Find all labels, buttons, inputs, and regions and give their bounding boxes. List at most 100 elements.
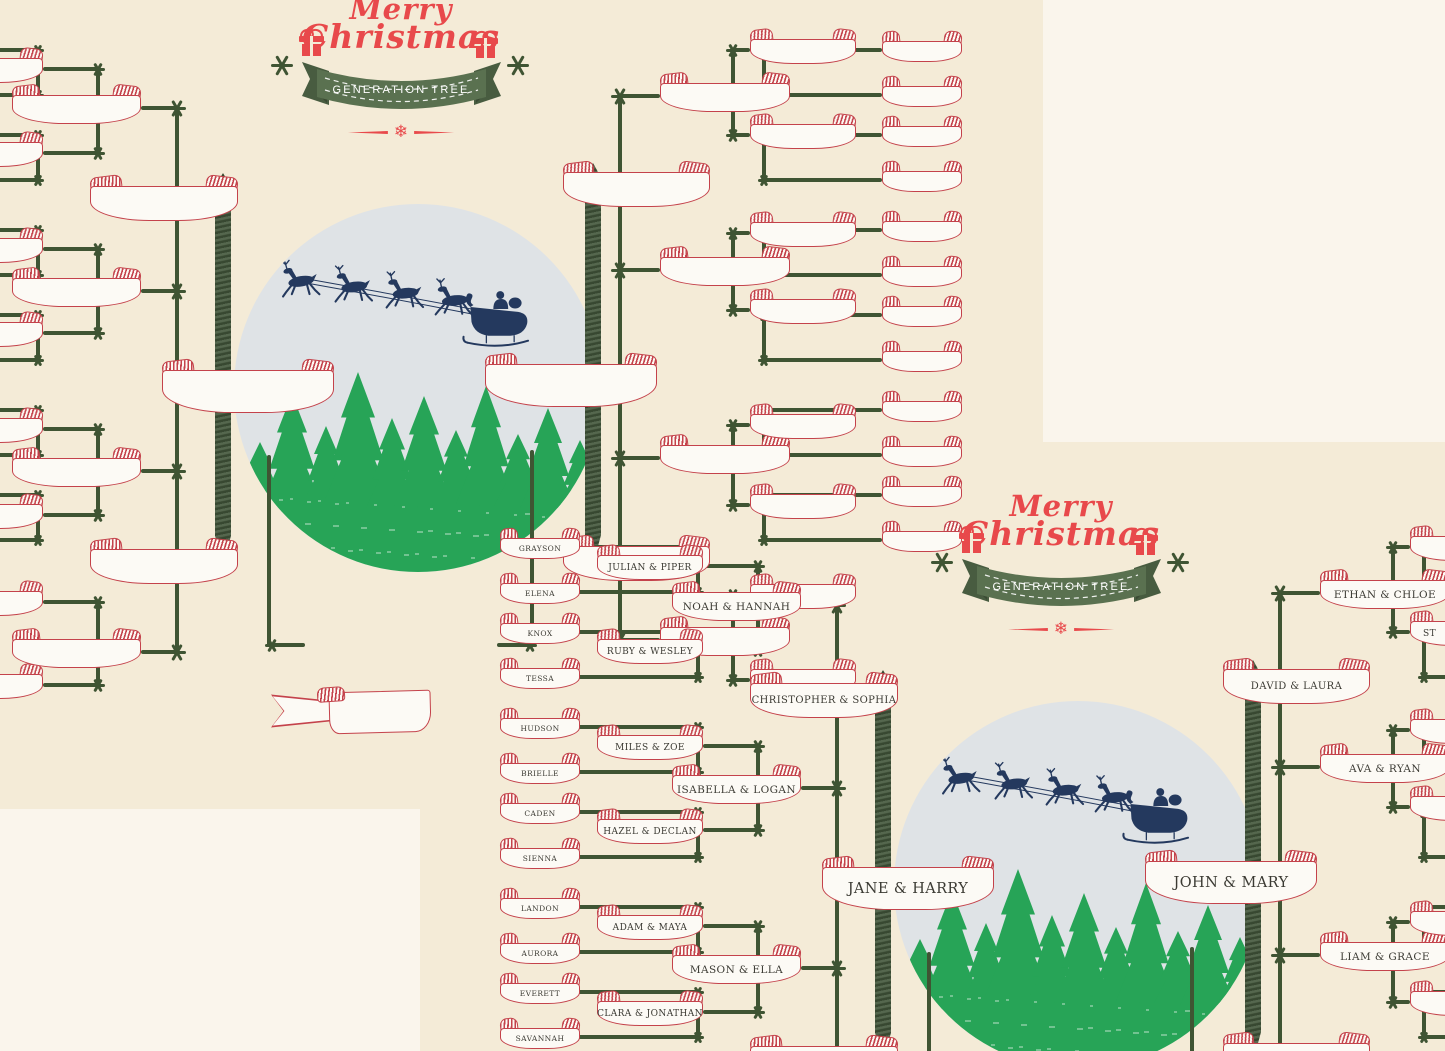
gift-icon bbox=[958, 524, 985, 553]
title-christmas: Christmas bbox=[302, 17, 500, 56]
name-banner bbox=[659, 71, 791, 112]
connector-line bbox=[703, 564, 758, 568]
banner-body bbox=[750, 414, 856, 439]
connector-line bbox=[1424, 855, 1445, 859]
gift-ribbon bbox=[1144, 535, 1147, 555]
connector-line bbox=[269, 643, 305, 647]
ribbon-label: GENERATION TREE bbox=[992, 581, 1130, 593]
name-banner: CHRISTOPHER & SOPHIA bbox=[749, 671, 899, 718]
connector-knot-icon bbox=[91, 146, 105, 160]
connector-line bbox=[620, 268, 660, 272]
connector-knot-icon bbox=[931, 551, 953, 573]
banner-body bbox=[882, 531, 962, 552]
name-banner bbox=[11, 446, 142, 487]
banner-body: JOHN & MARY bbox=[1145, 861, 1317, 904]
pine-forest-graphic bbox=[894, 869, 1262, 1051]
banner-body: LANDON bbox=[500, 898, 580, 919]
gift-icon bbox=[298, 27, 325, 56]
banner-label: EVERETT bbox=[519, 989, 561, 998]
banner-label: GRAYSON bbox=[518, 544, 562, 553]
connector-line bbox=[0, 538, 38, 542]
connector-line bbox=[764, 453, 882, 457]
connector-knot-icon bbox=[271, 54, 293, 76]
banner-label: HAZEL & DECLAN bbox=[603, 826, 697, 837]
banner-body: JANE & HARRY bbox=[822, 867, 994, 910]
name-banner bbox=[881, 29, 963, 62]
connector-line bbox=[141, 650, 177, 654]
name-banner: CADEN bbox=[499, 791, 581, 824]
gift-ribbon bbox=[970, 533, 973, 553]
connector-line bbox=[835, 605, 839, 1051]
connector-line bbox=[801, 786, 837, 790]
banner-body bbox=[882, 401, 962, 422]
banner-body bbox=[750, 299, 856, 324]
gift-ribbon bbox=[484, 38, 487, 58]
name-banner bbox=[1409, 524, 1445, 561]
banner-body bbox=[0, 58, 43, 83]
connector-knot-icon bbox=[726, 303, 740, 317]
name-banner: AVA & RYAN bbox=[1319, 742, 1445, 783]
banner-body bbox=[90, 549, 238, 584]
banner-label: JOHN & MARY bbox=[1173, 874, 1289, 891]
banner-body bbox=[750, 494, 856, 519]
connector-line bbox=[1393, 805, 1410, 809]
connector-line bbox=[578, 590, 698, 594]
banner-body bbox=[0, 418, 43, 443]
divider-line bbox=[1074, 628, 1115, 631]
connector-line bbox=[1190, 947, 1194, 1051]
connector-knot-icon bbox=[91, 508, 105, 522]
connector-line bbox=[497, 643, 532, 647]
connector-line bbox=[1422, 632, 1426, 677]
divider-line bbox=[414, 131, 455, 134]
connector-line bbox=[43, 427, 98, 431]
connector-knot-icon bbox=[1418, 851, 1430, 863]
name-banner bbox=[881, 209, 963, 242]
name-banner bbox=[881, 294, 963, 327]
connector-line bbox=[927, 952, 931, 1051]
banner-label: CADEN bbox=[524, 809, 556, 818]
name-banner bbox=[484, 352, 658, 407]
name-banner bbox=[881, 434, 963, 467]
name-banner: LANDON bbox=[499, 886, 581, 919]
banner-body bbox=[882, 266, 962, 287]
name-banner: NOAH & HANNAH bbox=[671, 580, 802, 621]
banner-body bbox=[882, 351, 962, 372]
connector-knot-icon bbox=[726, 128, 740, 142]
santa-sleigh-icon bbox=[276, 252, 534, 354]
connector-line bbox=[733, 678, 750, 682]
banner-body bbox=[882, 486, 962, 507]
banner-body bbox=[660, 257, 790, 286]
connector-knot-icon bbox=[758, 354, 770, 366]
name-banner bbox=[1222, 1031, 1371, 1051]
name-banner bbox=[0, 492, 44, 529]
name-banner: ADAM & MAYA bbox=[596, 903, 704, 940]
connector-knot-icon bbox=[523, 638, 537, 652]
santa-sleigh-graphic bbox=[941, 756, 1190, 844]
name-banner bbox=[749, 27, 857, 64]
ribbon-label: GENERATION TREE bbox=[332, 84, 470, 96]
connector-line bbox=[1422, 992, 1426, 1037]
banner-label: TESSA bbox=[525, 674, 555, 683]
banner-label: MASON & ELLA bbox=[689, 963, 784, 976]
banner-body bbox=[1410, 991, 1445, 1016]
santa-sleigh-icon bbox=[936, 749, 1194, 851]
connector-line bbox=[578, 950, 698, 954]
name-banner bbox=[161, 358, 335, 413]
banner-body: LIAM & GRACE bbox=[1320, 942, 1445, 971]
connector-knot-icon bbox=[1386, 625, 1400, 639]
name-banner bbox=[749, 482, 857, 519]
name-banner bbox=[1409, 979, 1445, 1016]
banner-body bbox=[1410, 911, 1445, 936]
name-banner bbox=[89, 174, 239, 221]
divider-line bbox=[1007, 628, 1048, 631]
connector-line bbox=[762, 495, 766, 540]
gift-ribbon bbox=[310, 36, 313, 56]
banner-body: JULIAN & PIPER bbox=[597, 555, 703, 580]
banner-label: ELENA bbox=[525, 589, 555, 598]
name-banner bbox=[11, 627, 142, 668]
connector-line bbox=[703, 744, 758, 748]
banner-label: KNOX bbox=[527, 629, 553, 638]
name-banner bbox=[881, 474, 963, 507]
connector-knot-icon bbox=[91, 326, 105, 340]
name-banner bbox=[881, 254, 963, 287]
